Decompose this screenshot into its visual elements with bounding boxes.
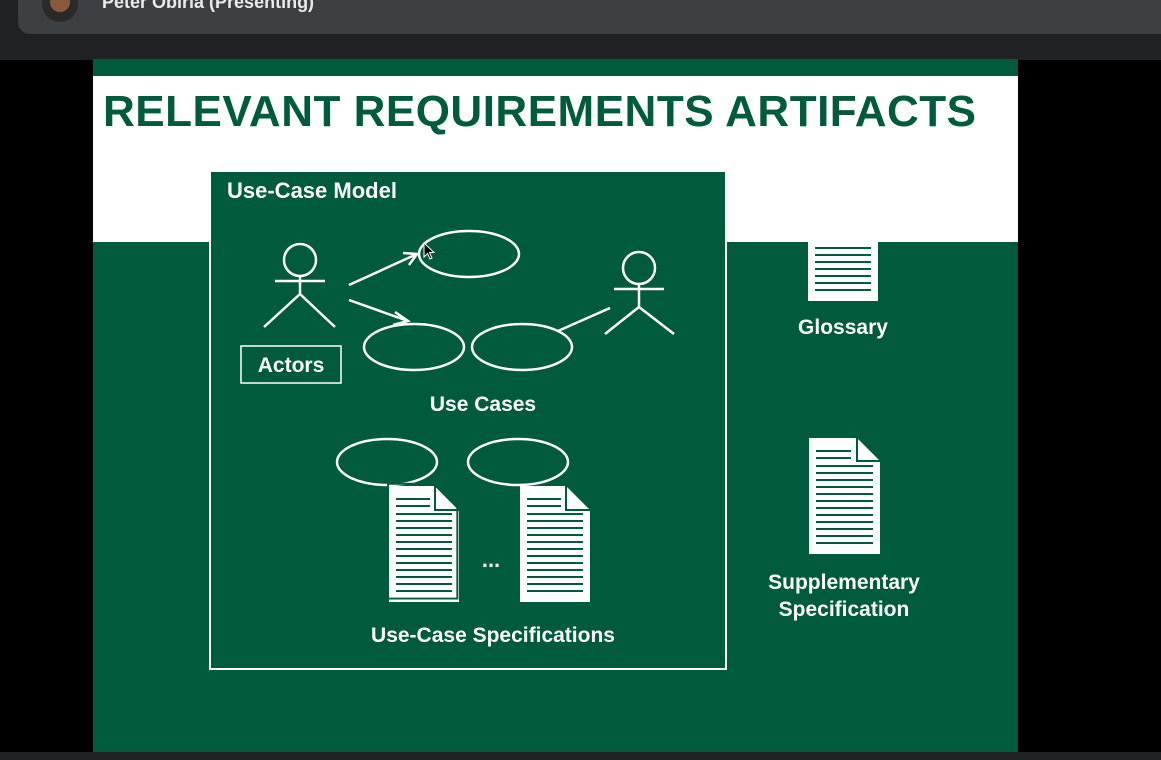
actors-label-box	[240, 345, 342, 384]
actor-icon	[604, 250, 675, 335]
use-case-ellipse	[470, 322, 574, 372]
actor-icon	[263, 242, 336, 328]
artifacts-diagram: Use-Case Model Actors	[209, 170, 920, 670]
slide-title: RELEVANT REQUIREMENTS ARTIFACTS	[103, 87, 977, 136]
association-arrow	[348, 251, 420, 287]
supplementary-label-line1: Supplementary	[768, 571, 920, 594]
use-case-model-heading: Use-Case Model	[227, 178, 397, 203]
use-case-specifications-label: Use-Case Specifications	[371, 624, 615, 647]
ellipsis-label: ...	[482, 547, 500, 572]
document-icon	[387, 482, 459, 602]
use-case-ellipse	[466, 437, 570, 487]
actors-label: Actors	[258, 354, 325, 377]
glossary-label: Glossary	[798, 316, 888, 339]
presenter-name: Peter Obirla (Presenting)	[102, 0, 315, 12]
document-icon	[809, 438, 880, 554]
association-line	[557, 306, 611, 333]
association-arrow	[348, 298, 411, 327]
meeting-top-bar: Peter Obirla (Presenting)	[0, 0, 1161, 60]
shared-slide: RELEVANT REQUIREMENTS ARTIFACTS Use-Case…	[93, 59, 1018, 752]
presenter-banner[interactable]	[18, 0, 1161, 34]
document-icon	[808, 209, 878, 301]
mouse-cursor-icon	[423, 242, 436, 260]
use-case-model-box	[209, 170, 727, 670]
use-case-ellipse	[335, 437, 439, 487]
use-case-ellipse	[417, 229, 521, 279]
document-icon	[520, 486, 590, 602]
presenter-avatar	[42, 0, 78, 22]
use-cases-label: Use Cases	[430, 393, 536, 416]
meeting-bottom-bar	[0, 752, 1161, 760]
supplementary-label-line2: Specification	[779, 598, 910, 621]
use-case-ellipse	[362, 322, 466, 372]
